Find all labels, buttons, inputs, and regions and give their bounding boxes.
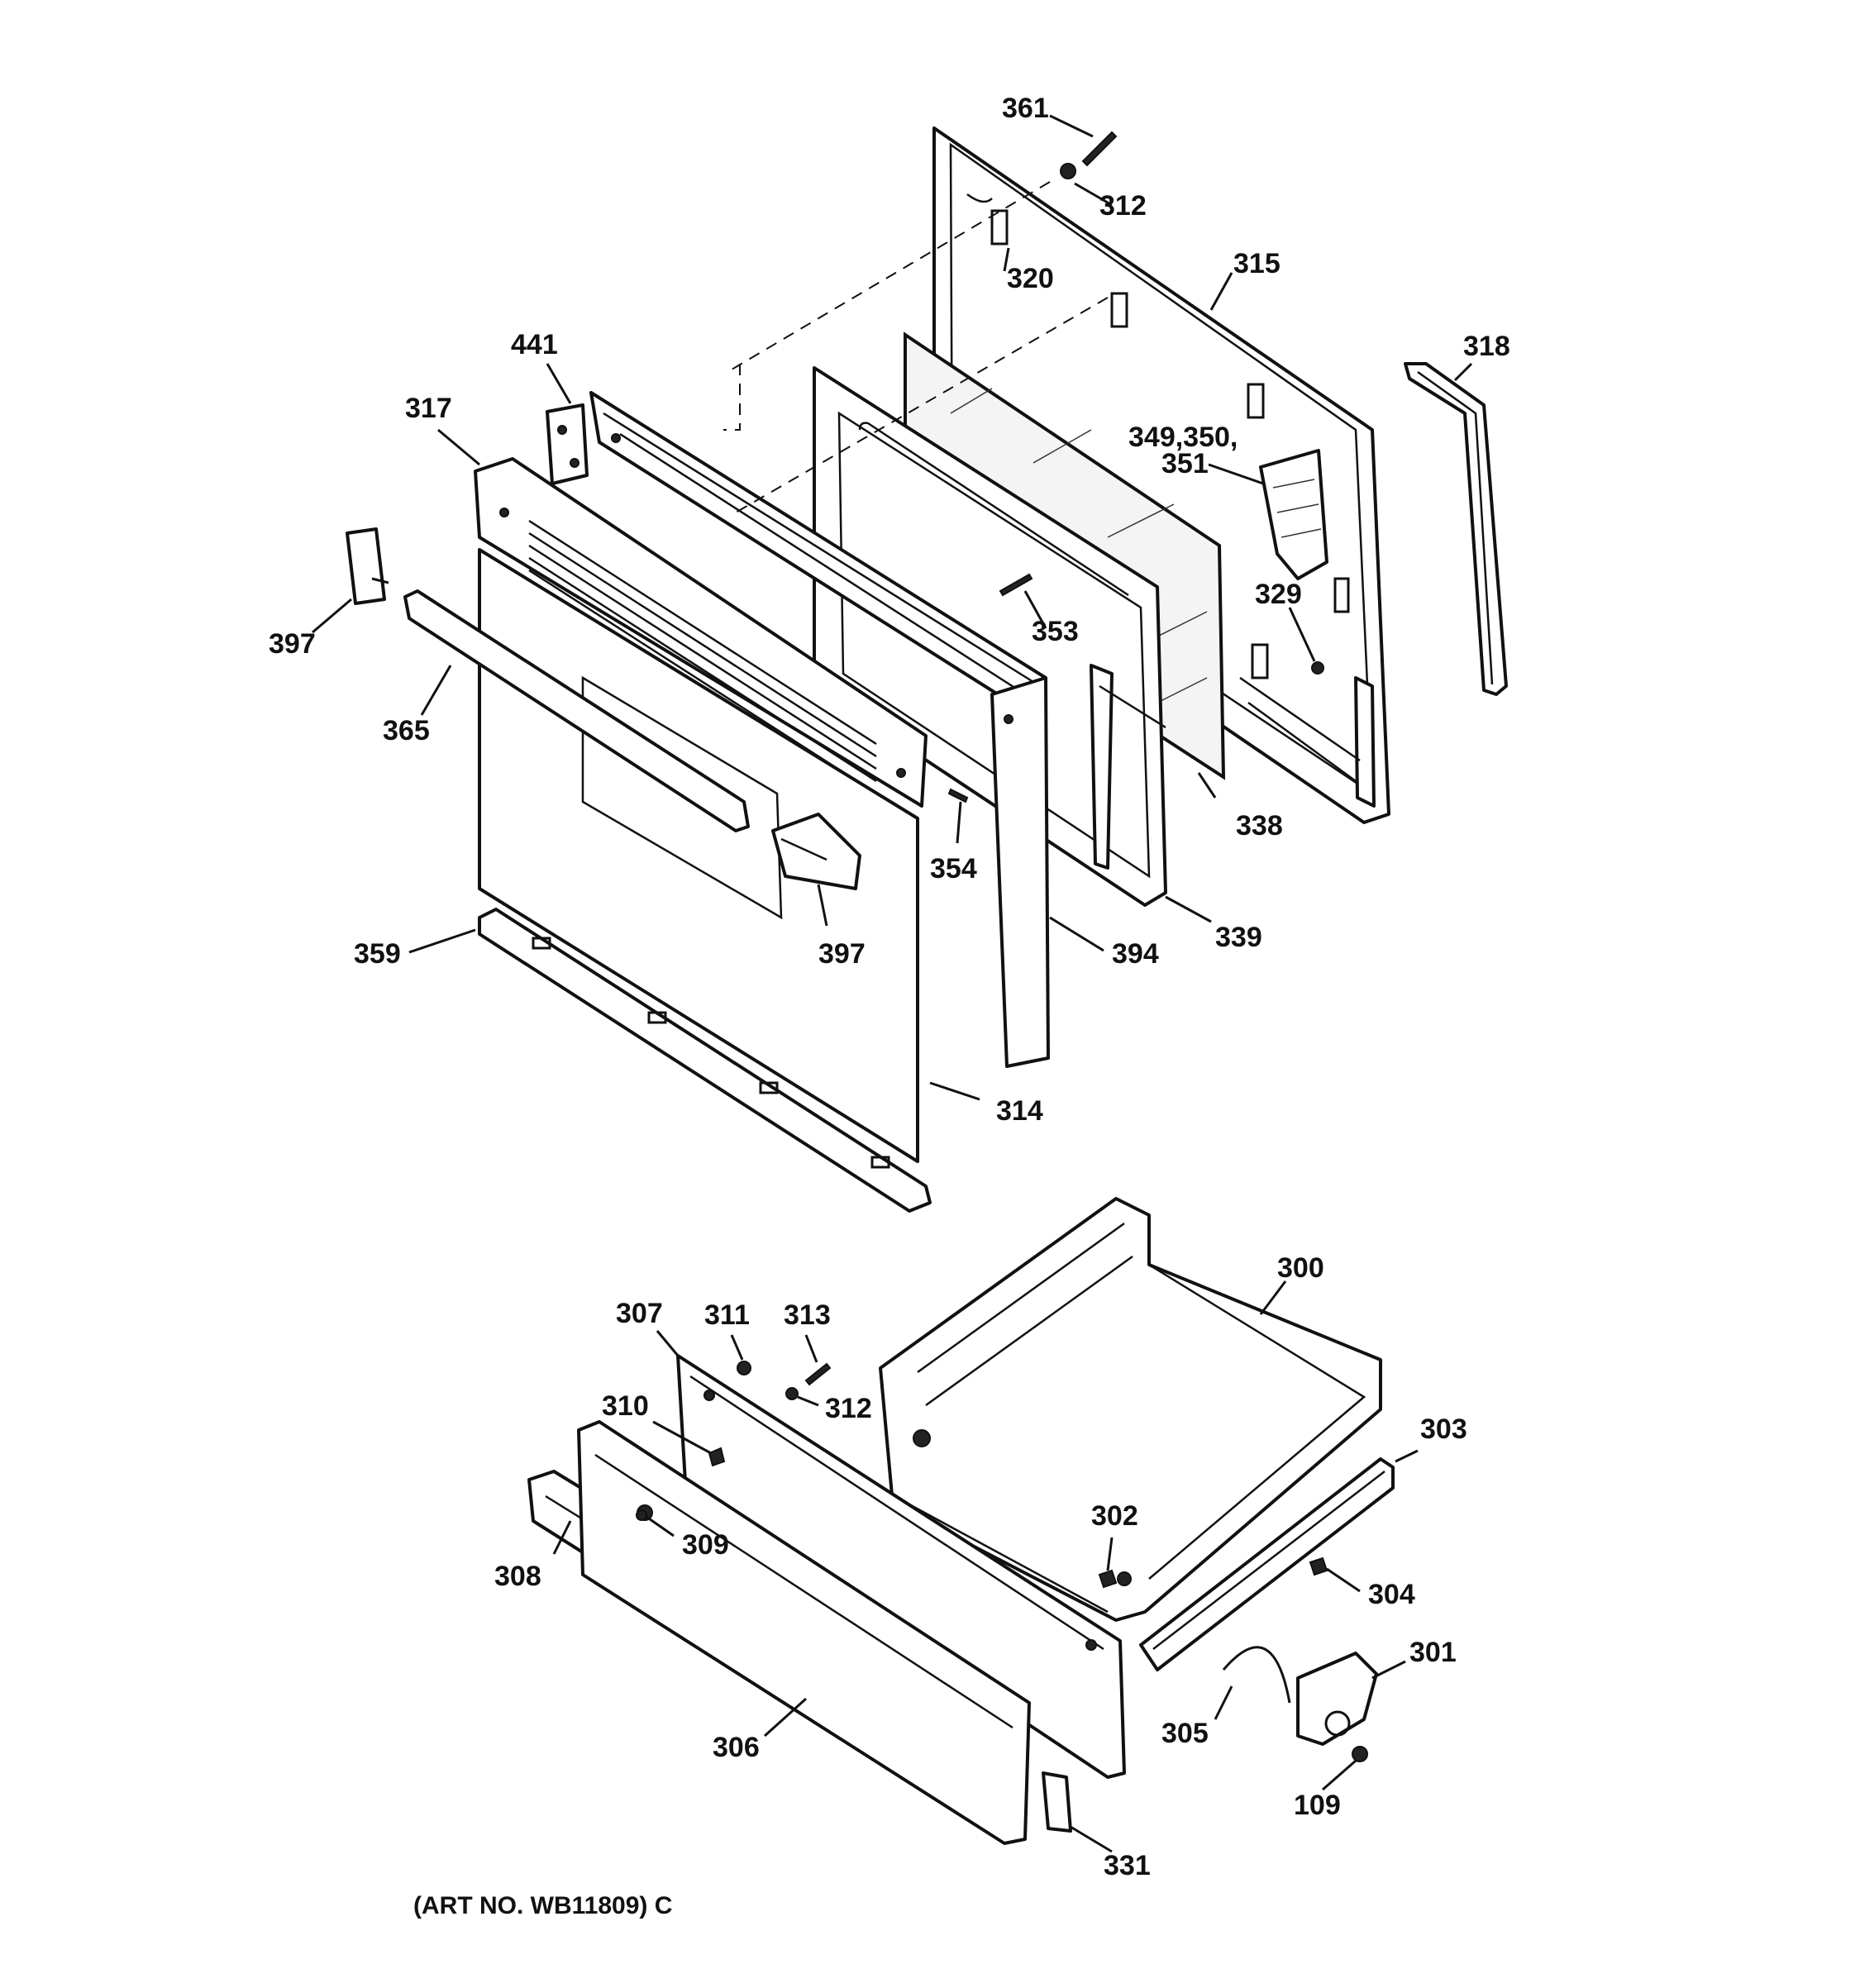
label-338: 338 — [1236, 810, 1283, 841]
label-359: 359 — [354, 938, 401, 970]
label-351: 351 — [1161, 448, 1209, 479]
washer-312-top — [1060, 163, 1076, 179]
label-300: 300 — [1277, 1252, 1324, 1284]
drawer-front-panel-307 — [676, 1354, 1126, 1779]
label-320: 320 — [1007, 263, 1054, 294]
glass-frame-339 — [813, 366, 1167, 907]
hinge-bracket-441 — [546, 403, 589, 485]
label-309: 309 — [682, 1529, 729, 1561]
label-349-350: 349,350, — [1128, 422, 1238, 453]
bracket-331 — [1042, 1771, 1072, 1833]
label-315: 315 — [1233, 248, 1281, 279]
rail-stop-304 — [1309, 1557, 1328, 1576]
nut-311 — [737, 1361, 751, 1375]
drawer-front-306 — [577, 1420, 1031, 1845]
door-handle-365 — [403, 589, 750, 832]
alignment-line — [735, 297, 1109, 513]
bumper-309 — [636, 1509, 647, 1521]
insulation-351 — [1259, 449, 1328, 580]
label-305: 305 — [1161, 1718, 1209, 1749]
label-311: 311 — [704, 1299, 750, 1331]
label-317: 317 — [405, 393, 452, 424]
screw-353 — [999, 573, 1033, 597]
screw-109 — [1352, 1746, 1368, 1762]
slide-rail-303 — [1139, 1457, 1395, 1671]
label-307: 307 — [616, 1298, 663, 1329]
spring-wire-305 — [1222, 1646, 1291, 1704]
label-301: 301 — [1409, 1637, 1457, 1668]
clip-310 — [708, 1447, 726, 1467]
label-310: 310 — [602, 1390, 649, 1422]
label-303: 303 — [1420, 1414, 1467, 1445]
label-354: 354 — [930, 853, 977, 884]
label-302: 302 — [1091, 1500, 1138, 1532]
label-109: 109 — [1294, 1790, 1341, 1821]
leader-lines — [312, 114, 1473, 1853]
label-329: 329 — [1255, 579, 1302, 610]
handle-end-cap-397-left — [346, 527, 389, 605]
door-bottom-trim-359 — [478, 908, 932, 1213]
part-329 — [1311, 661, 1324, 675]
washer-312-bottom — [785, 1387, 799, 1400]
label-304: 304 — [1368, 1579, 1415, 1610]
roller-stud-302 — [1098, 1569, 1118, 1589]
inner-door-frame-315 — [932, 126, 1390, 824]
screw-361 — [1081, 131, 1118, 167]
alignment-line — [723, 364, 741, 431]
screw-313 — [804, 1362, 832, 1386]
art-number: (ART NO. WB11809) C — [413, 1892, 672, 1919]
label-353: 353 — [1032, 616, 1079, 647]
label-365: 365 — [383, 715, 430, 746]
label-394: 394 — [1112, 938, 1159, 970]
handle-end-cap-397-right — [771, 813, 861, 890]
label-331: 331 — [1104, 1850, 1151, 1881]
label-306: 306 — [713, 1732, 760, 1763]
drawer-body-300 — [879, 1197, 1382, 1622]
door-liner-394 — [589, 391, 1050, 1068]
alignment-line — [727, 181, 1051, 373]
label-441: 441 — [511, 329, 558, 360]
label-313: 313 — [784, 1299, 831, 1331]
vent-trim-317 — [474, 457, 928, 808]
label-397-left: 397 — [269, 628, 316, 660]
label-397-handle: 397 — [818, 938, 866, 970]
label-361: 361 — [1002, 93, 1049, 124]
door-side-trim-318 — [1404, 362, 1508, 696]
screw-354 — [947, 788, 969, 803]
label-339: 339 — [1215, 922, 1262, 953]
label-318: 318 — [1463, 331, 1510, 362]
label-314: 314 — [996, 1095, 1043, 1127]
label-308: 308 — [494, 1561, 541, 1592]
label-312-bottom: 312 — [825, 1393, 872, 1424]
drawer-bracket-301 — [1296, 1652, 1378, 1746]
label-312-top: 312 — [1099, 190, 1147, 222]
